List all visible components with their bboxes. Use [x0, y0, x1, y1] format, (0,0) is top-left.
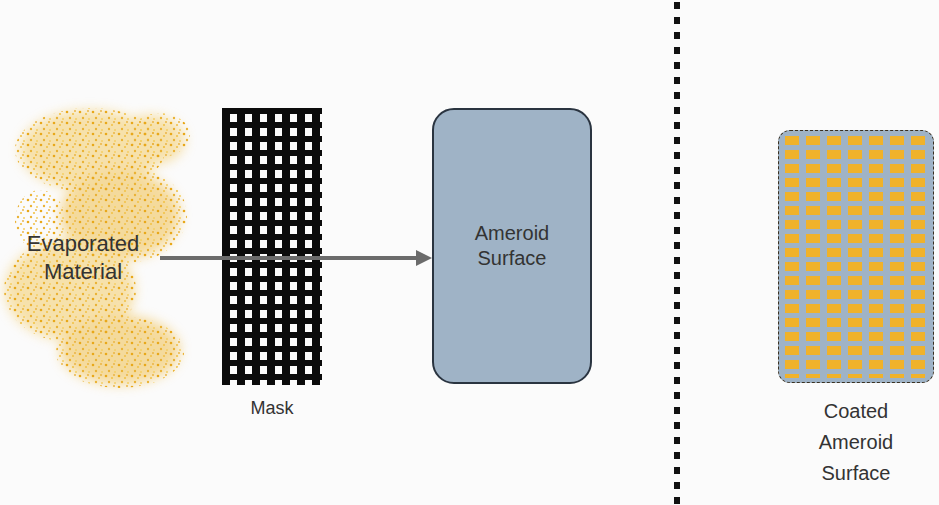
coating-pattern	[779, 131, 933, 382]
node-label: Ameroid Surface	[457, 221, 567, 271]
evaporated-cloud	[4, 108, 190, 388]
coated-surface: Coated Ameroid Surface	[778, 130, 934, 383]
node-label: Coated Ameroid Surface	[801, 396, 911, 489]
surface-box: Ameroid Surface	[432, 108, 592, 384]
source-cloud: Evaporated Material	[8, 230, 158, 286]
mask-shape: Mask	[222, 108, 322, 385]
node-label: Evaporated Material	[8, 230, 158, 286]
node-label: Mask	[222, 397, 322, 420]
mask-grid	[222, 108, 322, 385]
flow-arrow	[160, 250, 432, 266]
divider-line	[674, 2, 680, 505]
